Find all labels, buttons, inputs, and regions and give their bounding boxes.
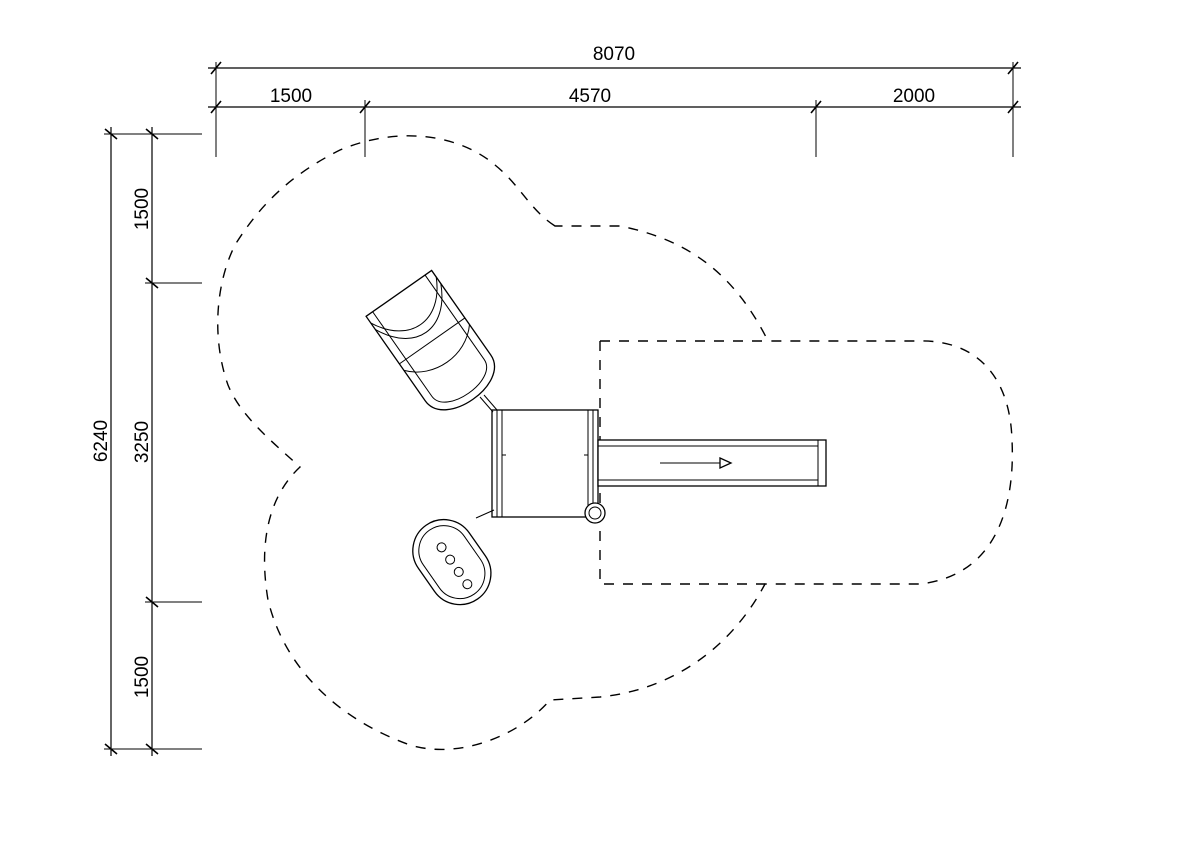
tick — [210, 61, 222, 75]
central-platform — [491, 409, 606, 524]
climbing-hold-icon — [462, 579, 473, 590]
slide-direction-arrow-icon — [719, 456, 733, 470]
top-dimensions: 8070 1500 4570 2000 — [208, 44, 1021, 157]
width-segment-1-label: 1500 — [270, 86, 312, 107]
platform-outline — [491, 409, 599, 518]
tick — [145, 128, 159, 140]
chute-inner-wall — [372, 274, 487, 403]
tick — [104, 128, 118, 140]
chute-curve — [370, 276, 438, 332]
tick — [145, 596, 159, 608]
climber-inner — [418, 525, 486, 600]
tick — [359, 100, 371, 114]
height-segment-3-label: 1500 — [132, 656, 153, 698]
climbing-hold-icon — [453, 566, 464, 577]
chute-divider — [399, 317, 466, 365]
tick — [210, 100, 222, 114]
tick — [104, 743, 118, 755]
climbing-panel — [412, 518, 492, 606]
overall-height-label: 6240 — [91, 420, 112, 462]
straight-slide — [597, 439, 827, 487]
width-segment-3-label: 2000 — [893, 86, 935, 107]
tick — [810, 100, 822, 114]
height-segment-2-label: 3250 — [132, 421, 153, 463]
left-dimensions: 6240 1500 3250 1500 — [91, 127, 202, 756]
chute-connector — [479, 396, 494, 413]
width-segment-2-label: 4570 — [569, 86, 611, 107]
curved-access-chute — [365, 269, 496, 411]
safety-zone-outline — [217, 135, 1014, 751]
climbing-hold-icon — [445, 554, 456, 565]
climber-frame — [412, 518, 492, 606]
slide-bed — [597, 439, 827, 487]
slide-runout-zone — [599, 340, 768, 585]
tick — [145, 277, 159, 289]
chute-body — [365, 269, 496, 411]
overall-width-label: 8070 — [593, 44, 635, 65]
tick — [1007, 61, 1019, 75]
play-equipment — [365, 269, 827, 606]
climbing-hold-icon — [436, 542, 447, 553]
chute-connector — [483, 394, 498, 411]
support-post — [584, 502, 606, 524]
height-segment-1-label: 1500 — [132, 188, 153, 230]
climber-connector — [475, 509, 495, 519]
chute-curve — [403, 324, 470, 373]
platform-deck — [501, 409, 589, 518]
support-post-inner — [588, 506, 602, 520]
chute-curve — [375, 283, 443, 339]
tick — [1007, 100, 1019, 114]
tick — [145, 743, 159, 755]
